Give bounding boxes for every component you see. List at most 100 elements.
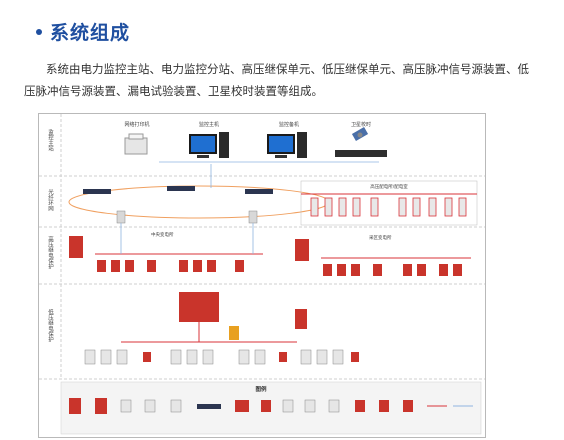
section-heading: 系统组成 bbox=[36, 18, 130, 45]
legend-icon bbox=[69, 398, 81, 414]
lv-red-unit bbox=[351, 352, 359, 362]
tower-main-icon bbox=[219, 132, 229, 158]
switch-unit bbox=[324, 197, 333, 217]
fiber-ring bbox=[68, 164, 330, 224]
hv-unit bbox=[373, 264, 382, 276]
system-diagram-svg: 监控主站 光纤环网 高压继电保护 低压继电保护 网络打印机 监控主机 监控备机 … bbox=[39, 114, 485, 435]
tower-backup-icon bbox=[297, 132, 307, 158]
monitor-main-screen bbox=[191, 136, 215, 152]
legend-icon bbox=[95, 398, 107, 414]
ring-switch-3 bbox=[245, 189, 273, 194]
switch-unit bbox=[428, 197, 437, 217]
master-station-devices: 网络打印机 监控主机 监控备机 卫星校时 bbox=[124, 121, 387, 163]
legend-icon bbox=[170, 399, 182, 413]
monitor-main-stand bbox=[197, 155, 209, 158]
legend-icon bbox=[261, 400, 271, 412]
legend-icon bbox=[304, 399, 316, 413]
timing-device-icon bbox=[335, 150, 387, 157]
lv-unit bbox=[316, 349, 328, 365]
section-title: 系统组成 bbox=[50, 22, 131, 44]
system-diagram: 监控主站 光纤环网 高压继电保护 低压继电保护 网络打印机 监控主机 监控备机 … bbox=[38, 113, 486, 438]
row-dividers bbox=[39, 114, 485, 380]
hv-unit bbox=[125, 260, 134, 272]
hv-unit bbox=[417, 264, 426, 276]
hv-unit bbox=[323, 264, 332, 276]
switch-unit bbox=[444, 197, 453, 217]
legend-icon bbox=[355, 400, 365, 412]
hv-unit bbox=[207, 260, 216, 272]
monitor-backup-screen bbox=[269, 136, 293, 152]
legend-icon bbox=[197, 404, 221, 409]
main-transformer bbox=[179, 292, 219, 322]
lv-unit bbox=[202, 349, 214, 365]
legend: 图例 bbox=[60, 381, 482, 435]
hv-unit bbox=[403, 264, 412, 276]
hv-unit bbox=[337, 264, 346, 276]
hv-unit bbox=[453, 264, 462, 276]
row-label-master: 监控主站 bbox=[47, 128, 54, 153]
legend-icon bbox=[328, 399, 340, 413]
hv-unit bbox=[351, 264, 360, 276]
legend-title: 图例 bbox=[255, 385, 267, 393]
lv-cabinet-right bbox=[295, 309, 307, 329]
row-label-hv: 高压继电保护 bbox=[47, 235, 54, 271]
substation-box bbox=[300, 180, 478, 226]
ring-node-right bbox=[248, 210, 258, 224]
lv-unit bbox=[170, 349, 182, 365]
printer-icon bbox=[124, 137, 148, 155]
lv-protection-row bbox=[84, 292, 359, 365]
transformer-right bbox=[295, 239, 309, 261]
row-label-ring: 光纤环网 bbox=[47, 188, 54, 213]
switch-unit bbox=[370, 197, 379, 217]
substation-label-top: 高压配电所/配电室 bbox=[370, 183, 408, 190]
legend-icon bbox=[403, 400, 413, 412]
lv-unit bbox=[84, 349, 96, 365]
lv-red-unit bbox=[143, 352, 151, 362]
legend-icon bbox=[379, 400, 389, 412]
legend-icon bbox=[282, 399, 294, 413]
switch-unit bbox=[458, 197, 467, 217]
hv-unit bbox=[193, 260, 202, 272]
ring-switch-2 bbox=[167, 186, 195, 191]
lv-cabinet-yellow bbox=[229, 326, 239, 340]
device-label-satellite: 卫星校时 bbox=[351, 121, 371, 128]
switch-unit bbox=[310, 197, 319, 217]
hv-unit bbox=[235, 260, 244, 272]
legend-icon bbox=[120, 399, 132, 413]
hv-unit bbox=[179, 260, 188, 272]
hv-unit bbox=[97, 260, 106, 272]
monitor-backup-stand bbox=[275, 155, 287, 158]
switch-unit bbox=[412, 197, 421, 217]
satellite-icon bbox=[351, 127, 369, 141]
ring-node-left bbox=[116, 210, 126, 224]
substation-top-right: 高压配电所/配电室 bbox=[300, 180, 478, 226]
section-intro: 系统由电力监控主站、电力监控分站、高压继保单元、低压继保单元、高压脉冲信号源装置… bbox=[24, 62, 529, 98]
legend-icon bbox=[235, 400, 249, 412]
ring-switch-1 bbox=[83, 189, 111, 194]
printer-paper-icon bbox=[128, 133, 144, 140]
substation-label-mining: 采区变电所 bbox=[369, 234, 392, 241]
heading-bullet-icon bbox=[36, 28, 42, 35]
lv-unit bbox=[186, 349, 198, 365]
lv-unit bbox=[300, 349, 312, 365]
lv-unit bbox=[116, 349, 128, 365]
legend-icon bbox=[144, 399, 156, 413]
switch-unit bbox=[352, 197, 361, 217]
hv-unit bbox=[111, 260, 120, 272]
substation-label-central: 中央变电所 bbox=[151, 231, 174, 238]
device-label-main-host: 监控主机 bbox=[199, 121, 219, 128]
hv-unit bbox=[147, 260, 156, 272]
device-label-printer: 网络打印机 bbox=[124, 121, 149, 128]
lv-red-unit bbox=[279, 352, 287, 362]
lv-unit bbox=[332, 349, 344, 365]
switch-unit bbox=[398, 197, 407, 217]
transformer-left bbox=[69, 236, 83, 258]
lv-unit bbox=[238, 349, 250, 365]
device-label-backup-host: 监控备机 bbox=[279, 121, 299, 128]
lv-unit bbox=[100, 349, 112, 365]
hv-protection-row: 中央变电所 采区变电所 bbox=[69, 223, 471, 276]
row-label-lv: 低压继电保护 bbox=[47, 308, 54, 344]
lv-unit bbox=[254, 349, 266, 365]
switch-unit bbox=[338, 197, 347, 217]
hv-unit bbox=[439, 264, 448, 276]
